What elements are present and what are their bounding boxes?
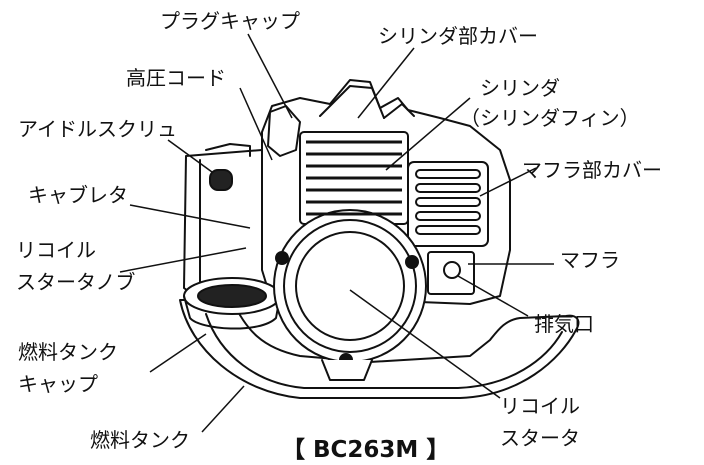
label-plug-cap: プラグキャップ xyxy=(160,9,300,33)
label-recoil-starter-1: リコイル xyxy=(500,394,580,418)
label-high-voltage-cord: 高圧コード xyxy=(126,66,226,90)
label-carburetor: キャブレタ xyxy=(28,183,128,207)
label-idle-screw: アイドルスクリュ xyxy=(18,117,177,141)
model-caption: 【 BC263M 】 xyxy=(282,437,450,463)
label-fuel-tank: 燃料タンク xyxy=(90,428,190,452)
label-muffler-cover: マフラ部カバー xyxy=(522,158,662,182)
label-cylinder-cover: シリンダ部カバー xyxy=(378,24,538,48)
label-fuel-cap-1: 燃料タンク xyxy=(18,340,118,364)
label-cylinder-fin: （シリンダフィン） xyxy=(460,106,640,130)
label-fuel-cap-2: キャップ xyxy=(18,372,98,396)
label-muffler: マフラ xyxy=(560,248,620,272)
label-exhaust-port: 排気口 xyxy=(534,312,594,336)
label-recoil-starter-2: スタータ xyxy=(500,426,580,450)
label-recoil-knob-1: リコイル xyxy=(16,238,96,262)
label-recoil-knob-2: スタータノブ xyxy=(16,270,136,294)
label-cylinder: シリンダ xyxy=(480,76,560,100)
